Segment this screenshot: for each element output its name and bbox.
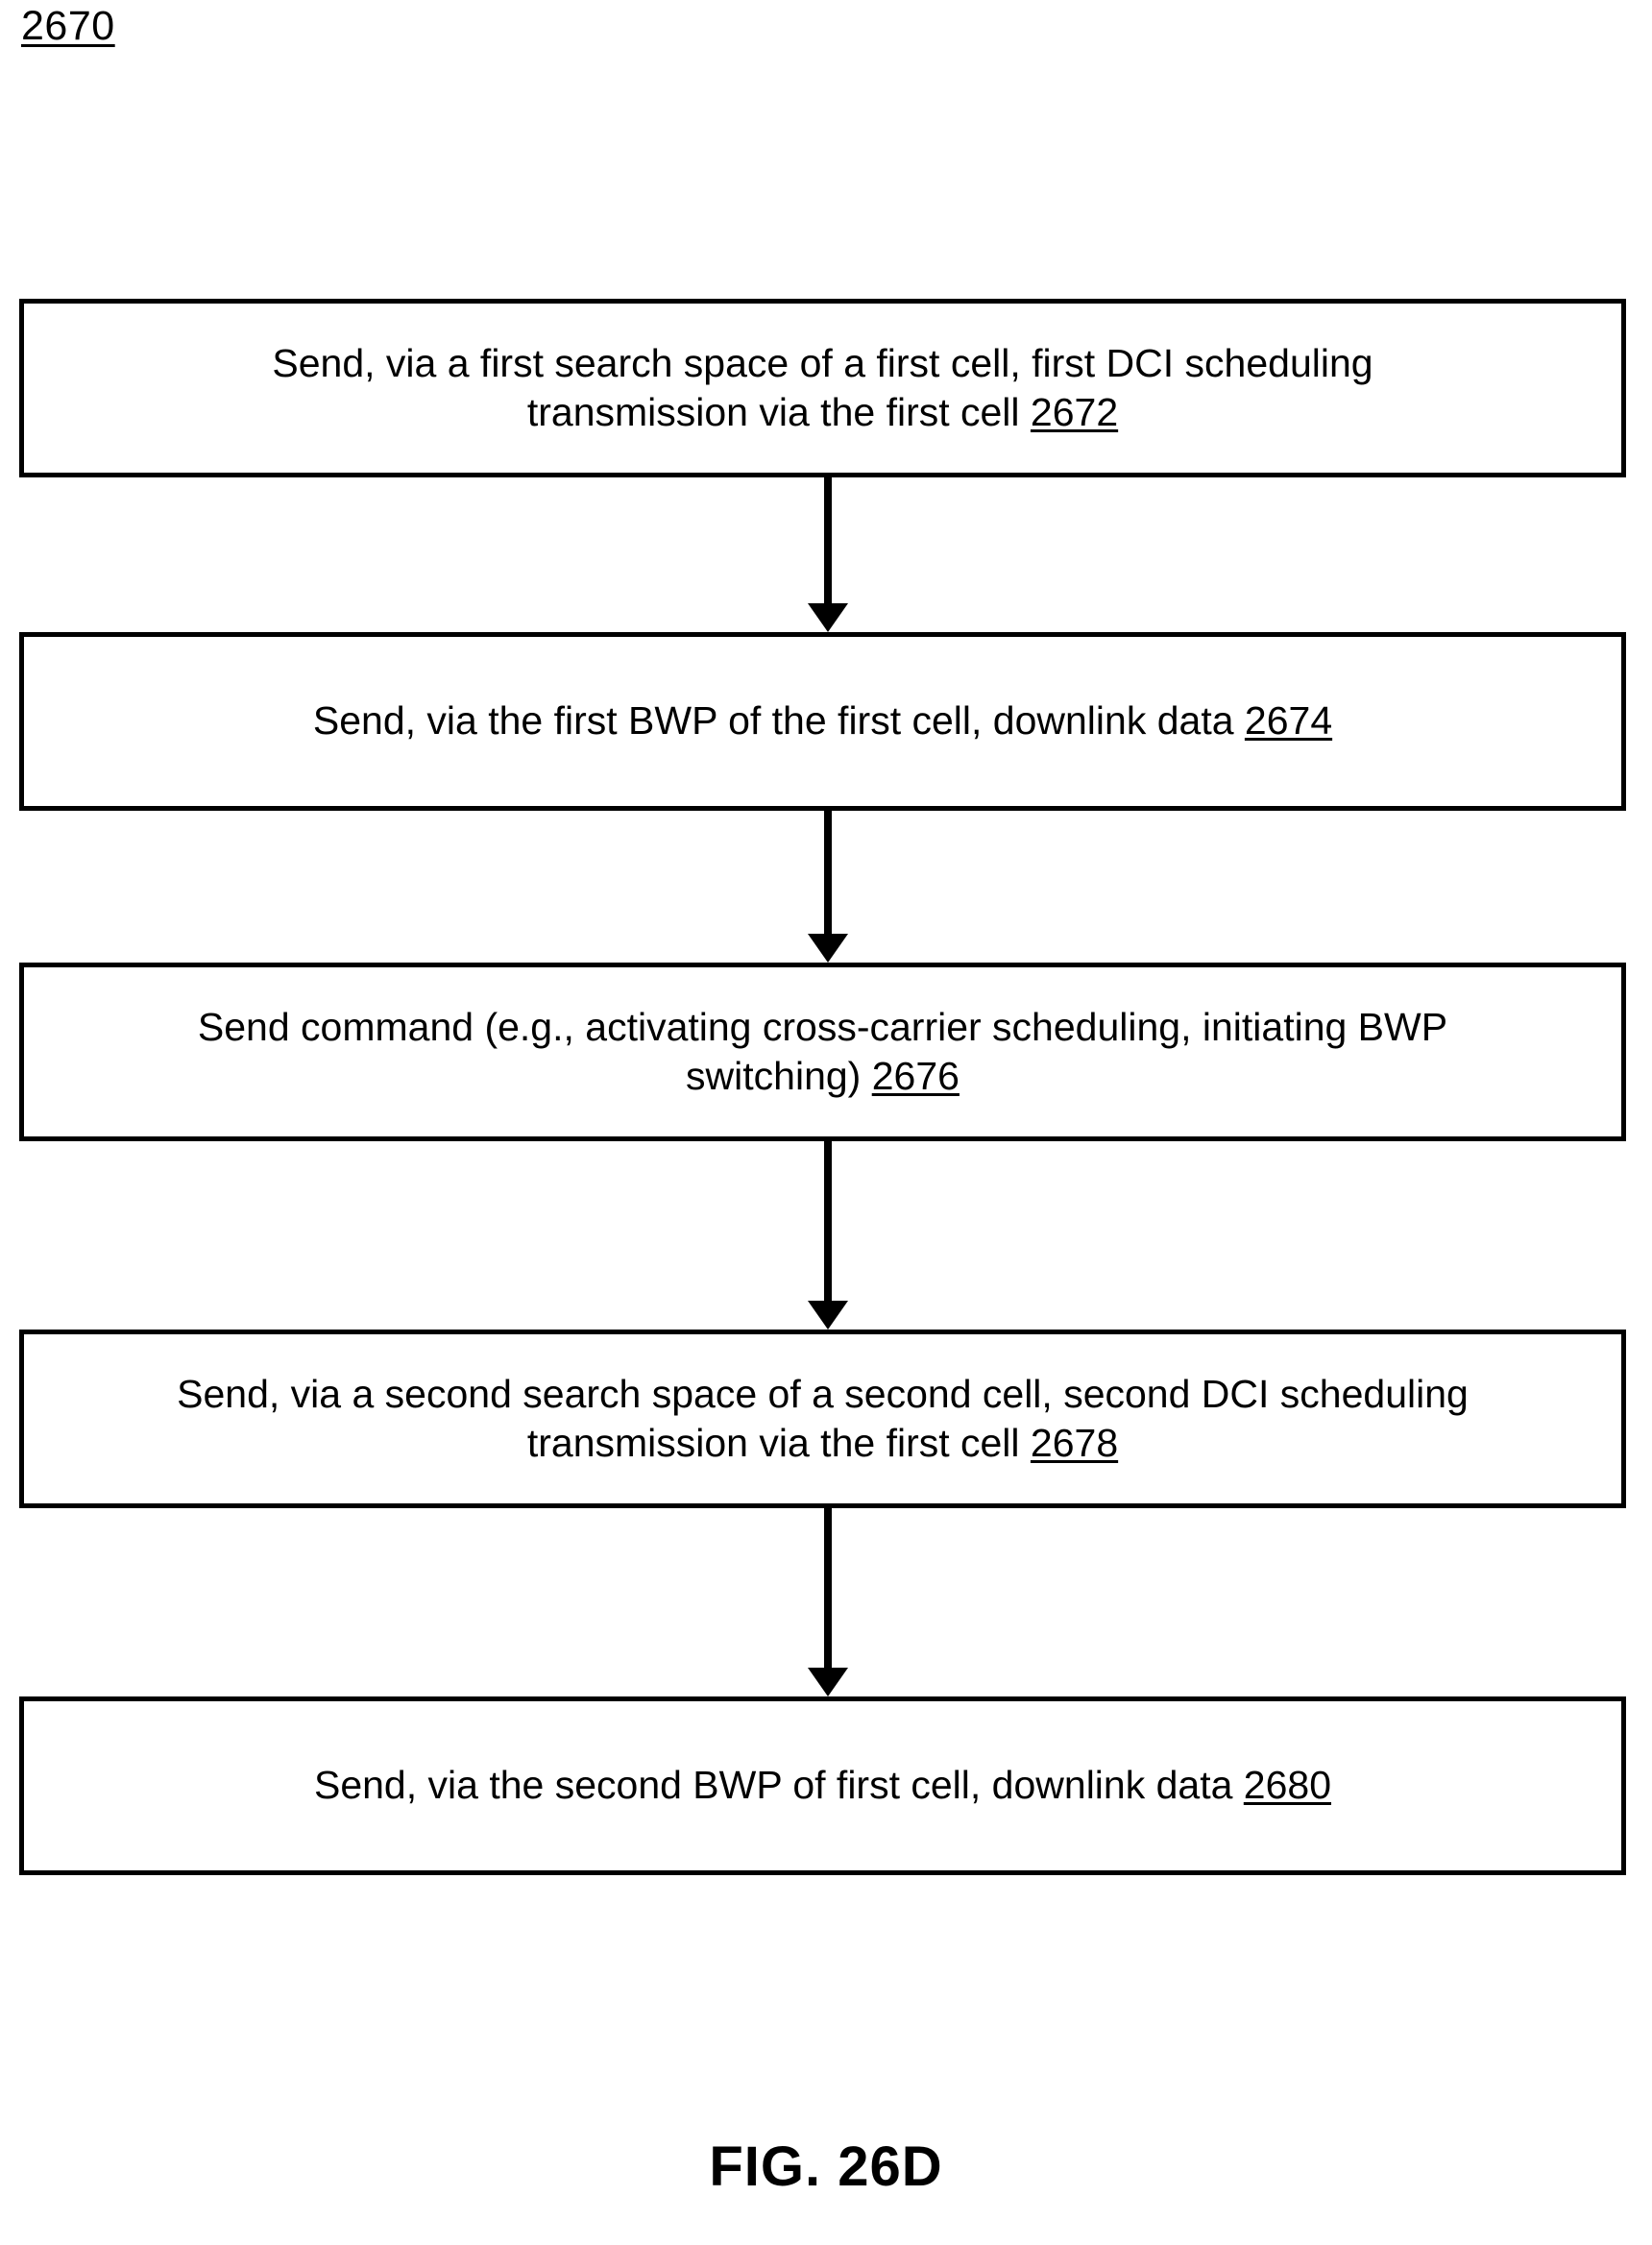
flowchart-step-5: Send, via the second BWP of first cell, … [19,1696,1626,1875]
flowchart-step-1: Send, via a first search space of a firs… [19,299,1626,477]
flowchart-step-4-ref: 2678 [1030,1421,1119,1465]
flowchart-step-2: Send, via the first BWP of the first cel… [19,632,1626,811]
flowchart-step-3: Send command (e.g., activating cross-car… [19,963,1626,1141]
connector-arrow-3-shaft [824,1141,832,1303]
connector-arrow-4 [808,1508,848,1696]
flowchart-step-1-text: Send, via a first search space of a firs… [37,339,1608,438]
connector-arrow-1 [808,477,848,632]
connector-arrow-1-shaft [824,477,832,605]
flowchart-step-2-label: Send, via the first BWP of the first cel… [312,698,1245,744]
flowchart-step-3-ref: 2676 [871,1054,960,1098]
arrow-down-icon [808,1668,848,1696]
flowchart-step-5-label: Send, via the second BWP of first cell, … [313,1763,1244,1808]
flowchart-step-5-text: Send, via the second BWP of first cell, … [37,1761,1608,1810]
flowchart-step-4: Send, via a second search space of a sec… [19,1330,1626,1508]
flowchart-step-2-text: Send, via the first BWP of the first cel… [37,696,1608,745]
flowchart-step-2-ref: 2674 [1244,698,1333,744]
connector-arrow-2-shaft [824,811,832,936]
figure-caption: FIG. 26D [709,2135,943,2198]
flowchart-step-4-label: Send, via a second search space of a sec… [177,1371,1469,1465]
flowchart-step-3-label: Send command (e.g., activating cross-car… [197,1004,1448,1098]
connector-arrow-2 [808,811,848,963]
arrow-down-icon [808,1301,848,1330]
flowchart-step-1-ref: 2672 [1030,390,1119,434]
flowchart-step-1-label: Send, via a first search space of a firs… [272,340,1373,434]
flowchart-step-5-ref: 2680 [1243,1763,1332,1808]
connector-arrow-3 [808,1141,848,1330]
arrow-down-icon [808,934,848,963]
flowchart-step-4-text: Send, via a second search space of a sec… [37,1370,1608,1469]
figure-reference-numeral: 2670 [21,3,115,49]
arrow-down-icon [808,603,848,632]
flowchart-step-3-text: Send command (e.g., activating cross-car… [37,1003,1608,1102]
connector-arrow-4-shaft [824,1508,832,1670]
